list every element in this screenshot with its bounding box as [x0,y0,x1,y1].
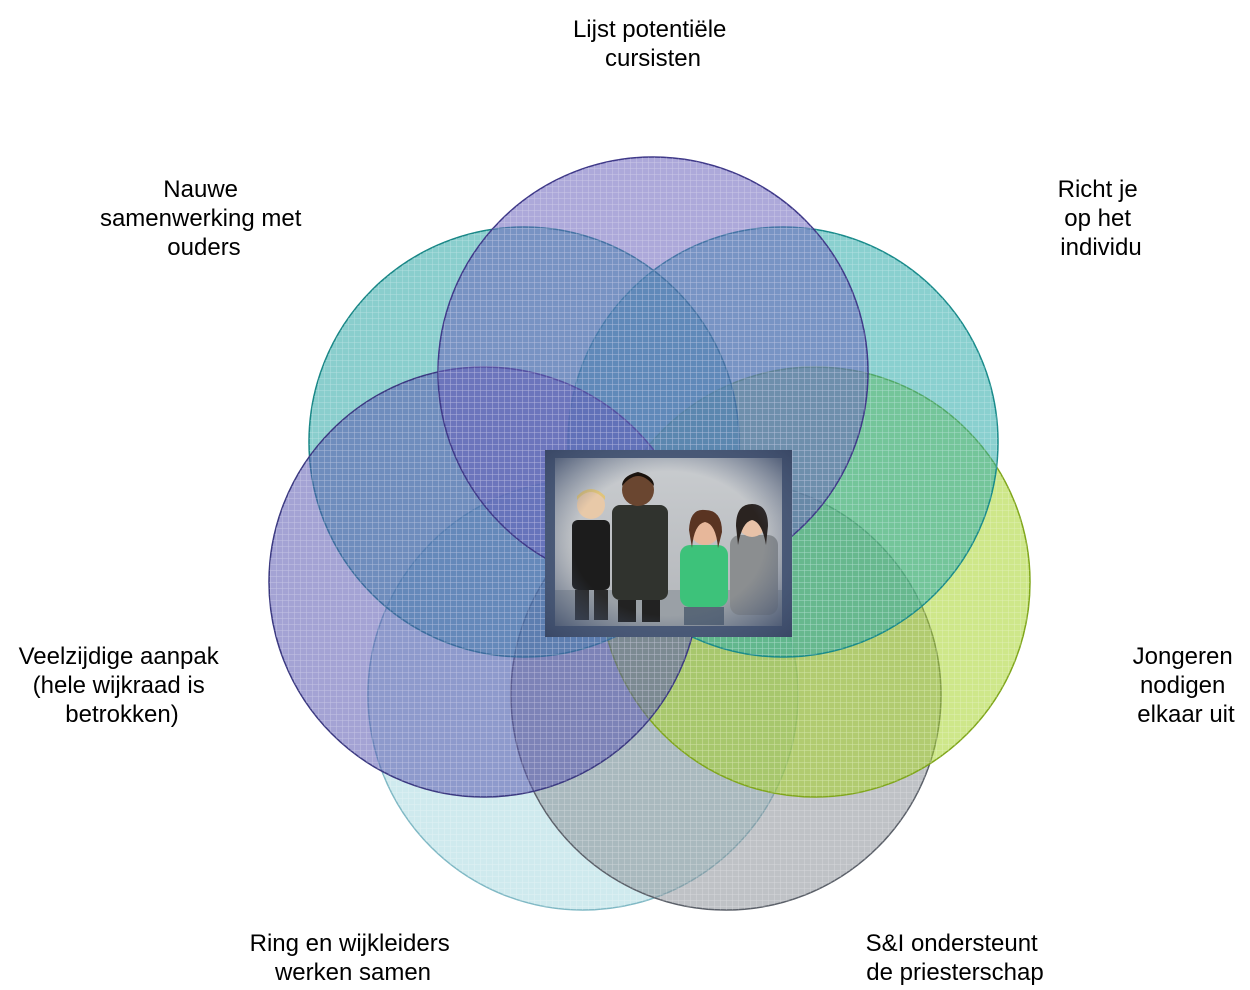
labels-layer: Lijst potentiële cursisten Nauwe samenwe… [19,16,1240,986]
label-bottom-right: S&I ondersteunt de priesterschap [866,930,1045,986]
label-top-left: Nauwe samenwerking met ouders [100,176,308,261]
label-bottom-left: Ring en wijkleiders werken samen [250,930,457,986]
label-right: Jongeren nodigen elkaar uit [1133,643,1240,728]
label-top: Lijst potentiële cursisten [573,16,733,72]
label-top-right: Richt je op het individu [1058,176,1145,261]
label-left: Veelzijdige aanpak (hele wijkraad is bet… [19,643,226,728]
group-photo [545,450,792,637]
